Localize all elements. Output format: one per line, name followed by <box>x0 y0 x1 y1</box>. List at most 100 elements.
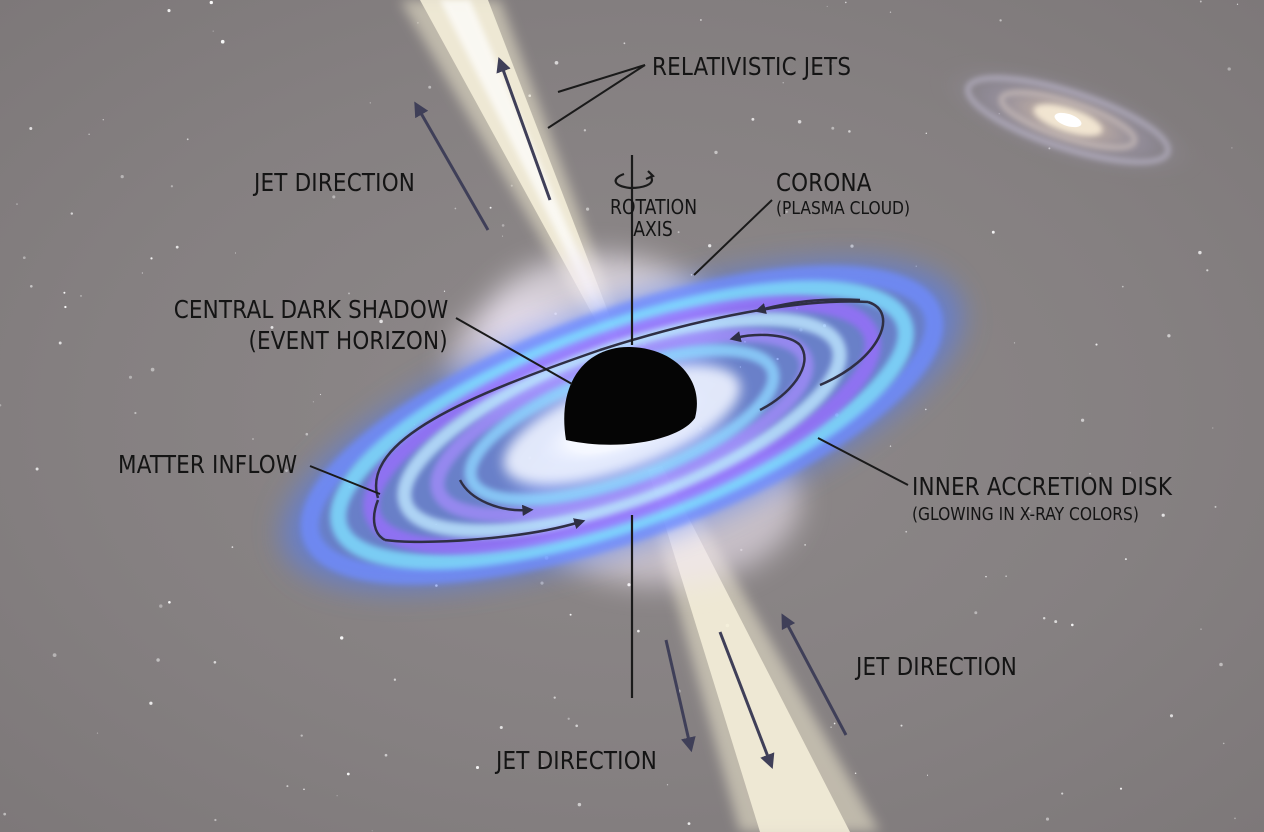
star <box>212 30 214 32</box>
star <box>303 788 305 791</box>
label-rotation-axis-line2: AXIS <box>633 217 673 241</box>
star <box>128 375 133 379</box>
star <box>1236 3 1239 5</box>
star <box>586 207 590 211</box>
star <box>1199 0 1202 3</box>
star <box>428 85 432 89</box>
star <box>141 272 144 274</box>
star <box>848 130 851 133</box>
star <box>64 305 67 309</box>
star <box>611 207 614 210</box>
star <box>637 629 640 633</box>
star <box>575 724 579 728</box>
star <box>1206 269 1209 272</box>
star <box>1061 792 1064 795</box>
star <box>915 265 917 267</box>
star <box>332 195 336 199</box>
star <box>96 732 99 734</box>
star <box>300 734 303 737</box>
label-inner-accretion-disk-sub: (GLOWING IN X-RAY COLORS) <box>912 504 1139 525</box>
star <box>371 830 373 832</box>
star <box>1169 714 1174 718</box>
star <box>889 445 892 447</box>
star <box>854 772 857 774</box>
star <box>1167 334 1171 338</box>
star <box>751 117 755 121</box>
star <box>379 319 383 324</box>
star <box>1161 513 1165 517</box>
star <box>3 812 7 816</box>
star <box>677 231 680 234</box>
star <box>150 257 153 260</box>
star <box>540 581 544 585</box>
star <box>974 611 978 615</box>
star <box>926 774 929 776</box>
star <box>475 765 480 770</box>
star <box>1089 472 1091 475</box>
star <box>845 1 847 4</box>
star <box>454 207 457 210</box>
star <box>336 795 338 797</box>
star <box>213 661 217 664</box>
rotation-axis <box>614 155 655 698</box>
star <box>554 60 559 65</box>
label-rotation-axis-line1: ROTATION <box>610 195 698 219</box>
star <box>1095 343 1098 346</box>
star <box>1231 147 1233 149</box>
star <box>1198 250 1202 255</box>
star <box>1124 558 1127 561</box>
star <box>1129 472 1131 474</box>
star <box>209 0 213 5</box>
star <box>120 174 124 179</box>
label-central-shadow-line1: CENTRAL DARK SHADOW <box>173 295 448 324</box>
star <box>348 292 350 295</box>
star <box>501 224 505 227</box>
star <box>826 5 828 7</box>
star <box>1214 505 1217 508</box>
star <box>502 235 504 237</box>
star <box>312 401 314 403</box>
star <box>830 726 832 728</box>
star <box>666 784 669 786</box>
star <box>1121 285 1124 288</box>
star <box>1212 427 1214 429</box>
star <box>1054 620 1058 624</box>
star <box>999 19 1002 22</box>
star <box>833 722 836 725</box>
label-jet-direction-bottom: JET DIRECTION <box>496 746 658 775</box>
star <box>369 102 371 104</box>
star <box>305 432 309 436</box>
star <box>567 717 570 720</box>
label-corona: CORONA <box>776 168 872 197</box>
star <box>0 404 2 407</box>
star <box>499 725 503 730</box>
star <box>285 469 288 472</box>
star <box>102 118 105 121</box>
star <box>35 467 39 471</box>
label-inner-accretion-disk: INNER ACCRETION DISK <box>912 472 1173 501</box>
disk-flow-arrows <box>372 298 885 544</box>
label-relativistic-jets: RELATIVISTIC JETS <box>652 52 852 81</box>
star <box>1219 662 1223 667</box>
star <box>186 138 189 141</box>
star <box>714 150 718 155</box>
star <box>785 210 788 213</box>
star <box>70 212 74 215</box>
star <box>690 274 693 276</box>
star <box>583 129 587 132</box>
star <box>52 653 57 657</box>
star <box>905 530 908 533</box>
star <box>1080 418 1085 422</box>
star <box>286 785 289 788</box>
star <box>252 438 254 440</box>
star <box>1234 817 1236 820</box>
star <box>29 284 33 288</box>
star <box>234 252 237 254</box>
star <box>1071 623 1074 627</box>
star <box>991 230 995 234</box>
star <box>220 39 225 44</box>
star <box>889 11 892 13</box>
star <box>829 62 833 65</box>
spiral-galaxy <box>934 61 1202 179</box>
